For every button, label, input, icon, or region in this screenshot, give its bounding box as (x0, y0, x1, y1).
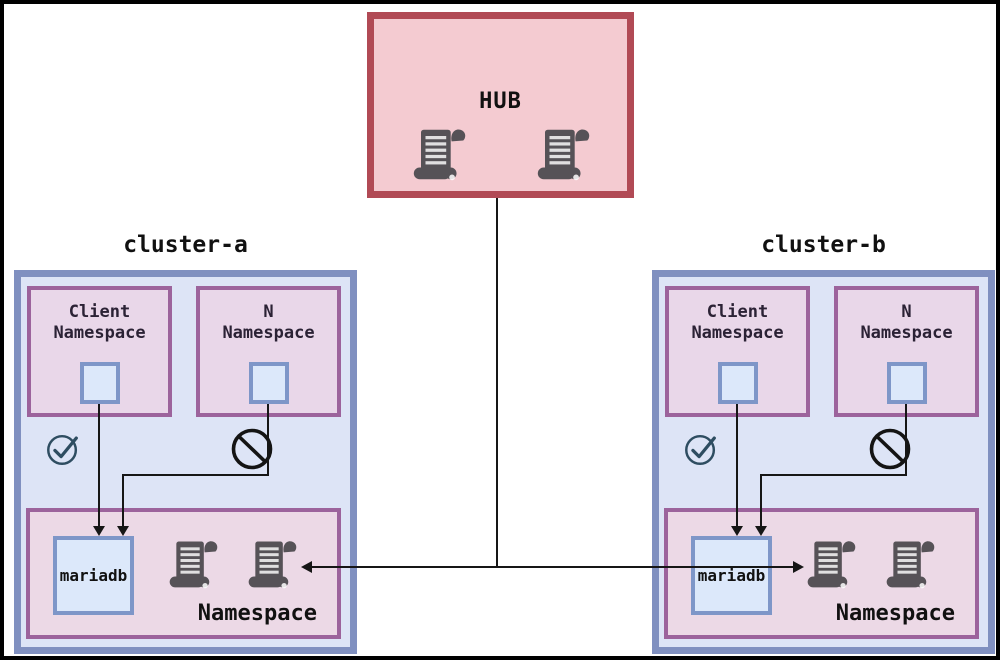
hub-policy-icons (374, 125, 627, 183)
n-namespace-label: N Namespace (200, 290, 337, 344)
connector-a-client-to-mariadb (98, 404, 100, 527)
check-circle-icon (46, 434, 78, 466)
client-namespace-label: Client Namespace (669, 290, 806, 344)
arrowhead-to-cluster-b-scroll (793, 561, 804, 573)
pod-square (886, 362, 927, 404)
label-line: Namespace (222, 323, 315, 343)
scroll-icon (807, 541, 856, 589)
check-circle-icon (684, 434, 716, 466)
connector-b-client-to-mariadb (736, 404, 738, 527)
workload-namespace-label: Namespace (197, 601, 317, 626)
hub-box: HUB (367, 12, 634, 198)
label-line: Namespace (53, 323, 146, 343)
label-line: Namespace (691, 323, 784, 343)
mariadb-label: mariadb (697, 566, 766, 585)
connector-b-n-across (760, 474, 907, 476)
cluster-b-box: Client Namespace N Namespace mariadb Nam… (652, 270, 995, 654)
mariadb-box: mariadb (53, 536, 134, 615)
cluster-a-box: Client Namespace N Namespace mariadb Nam… (14, 270, 357, 654)
client-namespace-box: Client Namespace (27, 286, 172, 417)
n-namespace-box: N Namespace (196, 286, 341, 417)
connector-a-n-across (122, 474, 269, 476)
pod-square (248, 362, 289, 404)
connector-hub-down (496, 198, 498, 567)
client-namespace-box: Client Namespace (665, 286, 810, 417)
arrowhead-to-cluster-a-scroll (301, 561, 312, 573)
label-line: Namespace (860, 323, 953, 343)
n-namespace-label: N Namespace (838, 290, 975, 344)
pod-square (79, 362, 120, 404)
label-line: N (901, 302, 912, 322)
hub-title: HUB (479, 89, 522, 114)
label-line: Client (706, 302, 769, 322)
connector-a-n-down (267, 404, 269, 476)
arrowhead-a-client-to-mariadb (93, 526, 105, 536)
scroll-icon (537, 129, 589, 181)
label-line: N (263, 302, 274, 322)
cluster-a-title: cluster-a (123, 232, 248, 258)
scroll-icon (413, 129, 465, 181)
mariadb-box: mariadb (691, 536, 772, 615)
cluster-b-title: cluster-b (761, 232, 886, 258)
connector-b-n-down (905, 404, 907, 476)
arrowhead-b-client-to-mariadb (731, 526, 743, 536)
scroll-icon (248, 541, 297, 589)
workload-namespace-box: mariadb Namespace (664, 508, 979, 639)
arrowhead-a-n-to-mariadb (117, 526, 129, 536)
workload-namespace-label: Namespace (835, 601, 955, 626)
n-namespace-box: N Namespace (834, 286, 979, 417)
client-namespace-label: Client Namespace (31, 290, 168, 344)
connector-hub-to-namespaces (310, 566, 794, 568)
arrowhead-b-n-to-mariadb (755, 526, 767, 536)
label-line: Client (68, 302, 131, 322)
pod-square (717, 362, 758, 404)
connector-b-n-to-mariadb (760, 474, 762, 527)
scroll-icon (169, 541, 218, 589)
connector-a-n-to-mariadb (122, 474, 124, 527)
workload-namespace-box: mariadb Namespace (26, 508, 341, 639)
mariadb-label: mariadb (59, 566, 128, 585)
scroll-icon (886, 541, 935, 589)
